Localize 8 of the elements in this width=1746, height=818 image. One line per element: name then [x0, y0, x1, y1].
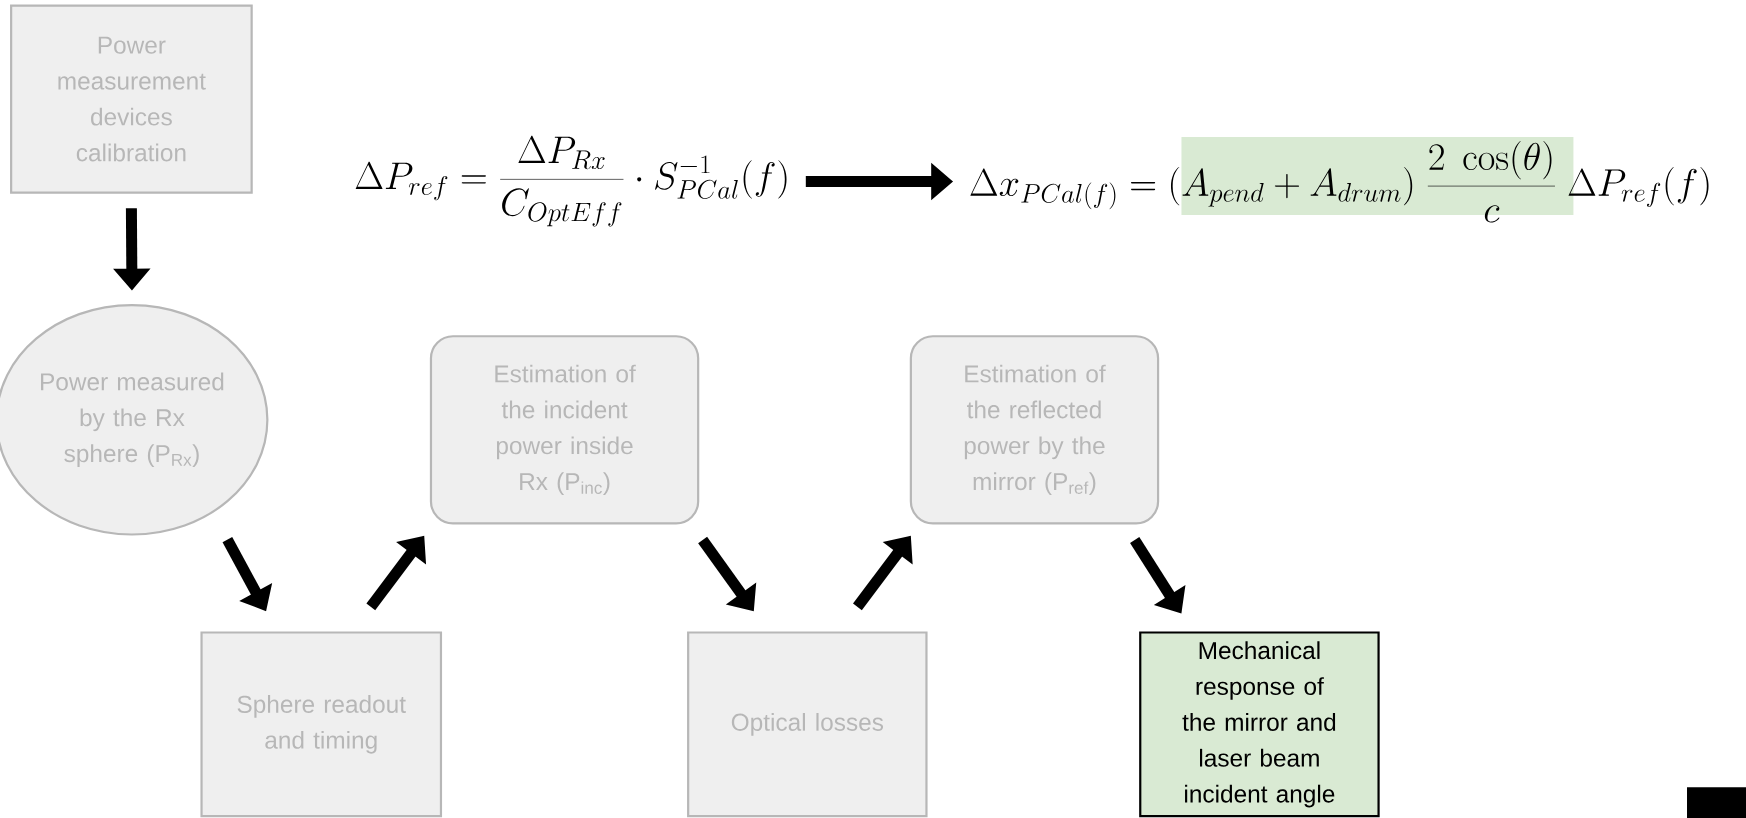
process-box: Sphere readout and timing: [200, 631, 443, 818]
process-box: Mechanical response of the mirror and laser beam incident angle: [1139, 631, 1380, 818]
rounded-process-box: Estimation of the reflected power by the mirror (P$_{ref}$): [909, 334, 1160, 525]
formula: $\Delta P_{ref} = \frac{\Delta P_{Rx}}{C_{OptEff}} \cdot S_{PCal}^{-1}(f)$: [355, 135, 787, 227]
formula: $\Delta x_{PCal(f)} = (A_{pend} + A_{drum})\ \frac{2\ \cos(\theta)}{c}\ \Delta P_{ref}(f)$: [970, 140, 1709, 223]
process-box: Power measurement devices calibration: [10, 4, 253, 194]
rounded-process-box: Estimation of the incident power inside Rx (P$_{inc}$): [429, 334, 700, 525]
process-box: Optical losses: [687, 631, 928, 818]
